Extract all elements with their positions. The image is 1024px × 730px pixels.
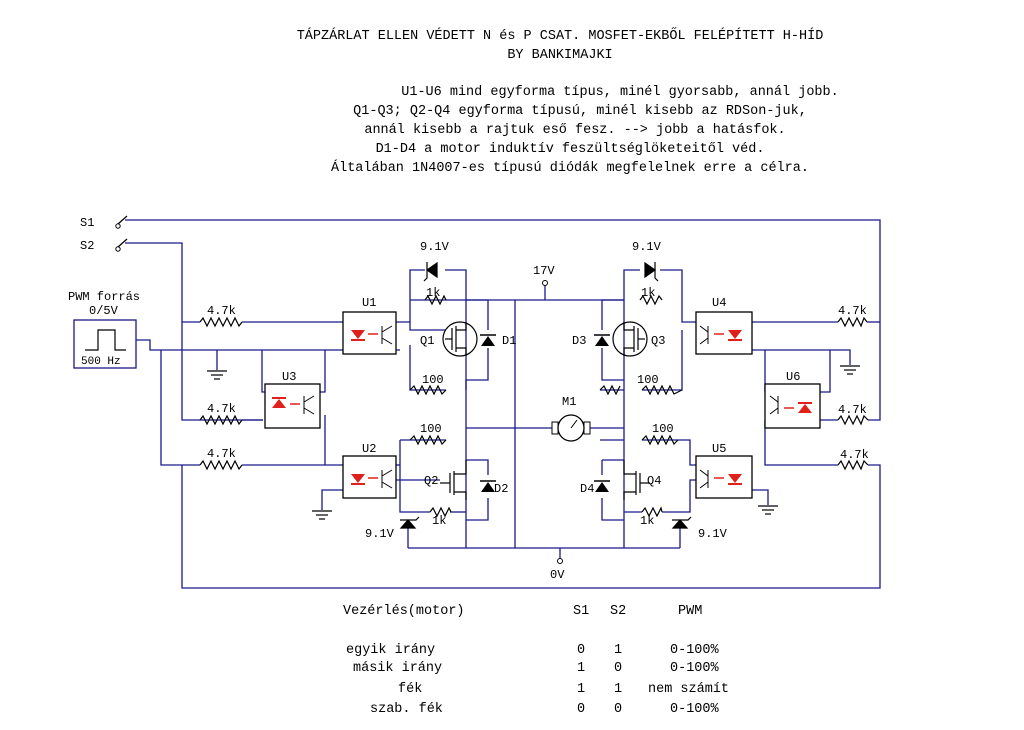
svg-text:PWM forrás: PWM forrás — [68, 290, 140, 304]
ground-symbols — [207, 365, 860, 520]
table-row-s2: 0 — [614, 661, 623, 676]
note-line-2: Q1-Q3; Q2-Q4 egyforma típusú, minél kise… — [353, 104, 807, 119]
svg-text:9.1V: 9.1V — [632, 240, 662, 254]
svg-text:100: 100 — [637, 373, 659, 387]
table-row-s1: 1 — [577, 661, 586, 676]
svg-text:0/5V: 0/5V — [89, 304, 119, 318]
switch-s1: S1 — [80, 215, 128, 230]
svg-text:D3: D3 — [572, 334, 586, 348]
svg-text:9.1V: 9.1V — [365, 527, 395, 541]
svg-text:0V: 0V — [550, 568, 565, 582]
svg-text:4.7k: 4.7k — [207, 447, 236, 461]
svg-text:M1: M1 — [562, 395, 576, 409]
motor-m1: M1 — [551, 395, 591, 442]
resistor-labels: 4.7k 4.7k 4.7k 4.7k 4.7k 4.7k 1k 1k 1k 1… — [207, 286, 869, 528]
table-row-pwm: 0-100% — [670, 661, 719, 676]
svg-text:D2: D2 — [494, 482, 508, 496]
svg-text:1k: 1k — [426, 286, 440, 300]
table-header-s1: S1 — [573, 604, 590, 619]
svg-text:Q1: Q1 — [420, 334, 434, 348]
svg-text:1k: 1k — [432, 514, 446, 528]
svg-text:U1: U1 — [362, 296, 376, 310]
table-header-mode: Vezérlés(motor) — [343, 604, 465, 619]
table-row-mode: egyik irány — [346, 643, 436, 658]
table-row-pwm: nem számít — [648, 682, 730, 697]
svg-text:Q3: Q3 — [651, 334, 665, 348]
svg-text:D4: D4 — [580, 482, 594, 496]
circuit-wires — [125, 219, 881, 589]
table-row-s1: 0 — [577, 643, 586, 658]
svg-text:4.7k: 4.7k — [207, 402, 236, 416]
svg-text:U4: U4 — [712, 296, 726, 310]
supply-node: 17V — [533, 264, 555, 286]
svg-text:1k: 1k — [640, 514, 654, 528]
svg-text:9.1V: 9.1V — [420, 240, 450, 254]
svg-text:U6: U6 — [786, 370, 800, 384]
zener-diodes — [399, 261, 692, 529]
mosfet-labels: Q1 Q2 Q3 Q4 — [420, 334, 665, 488]
note-line-5: Általában 1N4007-es típusú diódák megfel… — [331, 161, 809, 176]
table-row-s2: 0 — [614, 702, 623, 717]
table-row-mode: másik irány — [353, 661, 443, 676]
svg-text:100: 100 — [420, 422, 442, 436]
note-line-3: annál kisebb a rajtuk eső fesz. --> jobb… — [364, 123, 786, 138]
author-line: BY BANKIMAJKI — [507, 48, 613, 63]
diode-labels: D1 D2 D3 D4 — [494, 334, 594, 496]
svg-text:S1: S1 — [80, 216, 94, 230]
freewheel-diodes — [480, 334, 610, 492]
optocouplers — [264, 311, 821, 499]
switch-s2: S2 — [80, 238, 128, 253]
table-row-mode: szab. fék — [370, 702, 443, 717]
table-row-mode: fék — [398, 682, 423, 697]
opto-labels: U1 U2 U3 U4 U5 U6 — [282, 296, 800, 456]
svg-text:U3: U3 — [282, 370, 296, 384]
svg-text:100: 100 — [652, 422, 674, 436]
table-row-s1: 1 — [577, 682, 586, 697]
note-line-1: U1-U6 mind egyforma típus, minél gyorsab… — [401, 85, 839, 100]
table-header-pwm: PWM — [678, 604, 703, 619]
table-row-s2: 1 — [614, 643, 623, 658]
svg-text:U2: U2 — [362, 442, 376, 456]
svg-text:4.7k: 4.7k — [838, 403, 867, 417]
svg-text:1k: 1k — [641, 286, 655, 300]
ground-node: 0V — [550, 558, 565, 582]
svg-text:4.7k: 4.7k — [840, 448, 869, 462]
note-line-4: D1-D4 a motor induktív feszültséglöketei… — [375, 142, 765, 157]
svg-text:4.7k: 4.7k — [838, 304, 867, 318]
svg-text:17V: 17V — [533, 264, 555, 278]
table-row-pwm: 0-100% — [670, 702, 719, 717]
zener-labels: 9.1V 9.1V 9.1V 9.1V — [365, 240, 728, 541]
table-row-s1: 0 — [577, 702, 586, 717]
svg-text:Q4: Q4 — [647, 474, 661, 488]
resistors — [199, 294, 869, 518]
svg-text:D1: D1 — [502, 334, 516, 348]
table-row-s2: 1 — [614, 682, 623, 697]
mosfets — [440, 321, 650, 500]
schematic-title: TÁPZÁRLAT ELLEN VÉDETT N és P CSAT. MOSF… — [296, 29, 824, 44]
table-header-s2: S2 — [610, 604, 627, 619]
svg-text:S2: S2 — [80, 239, 94, 253]
svg-text:Q2: Q2 — [424, 474, 438, 488]
table-row-pwm: 0-100% — [670, 643, 719, 658]
svg-text:U5: U5 — [712, 442, 726, 456]
svg-text:9.1V: 9.1V — [698, 527, 728, 541]
pwm-source: PWM forrás 0/5V 500 Hz — [68, 290, 140, 369]
svg-text:4.7k: 4.7k — [207, 304, 236, 318]
svg-text:500 Hz: 500 Hz — [81, 356, 121, 368]
svg-text:100: 100 — [422, 373, 444, 387]
